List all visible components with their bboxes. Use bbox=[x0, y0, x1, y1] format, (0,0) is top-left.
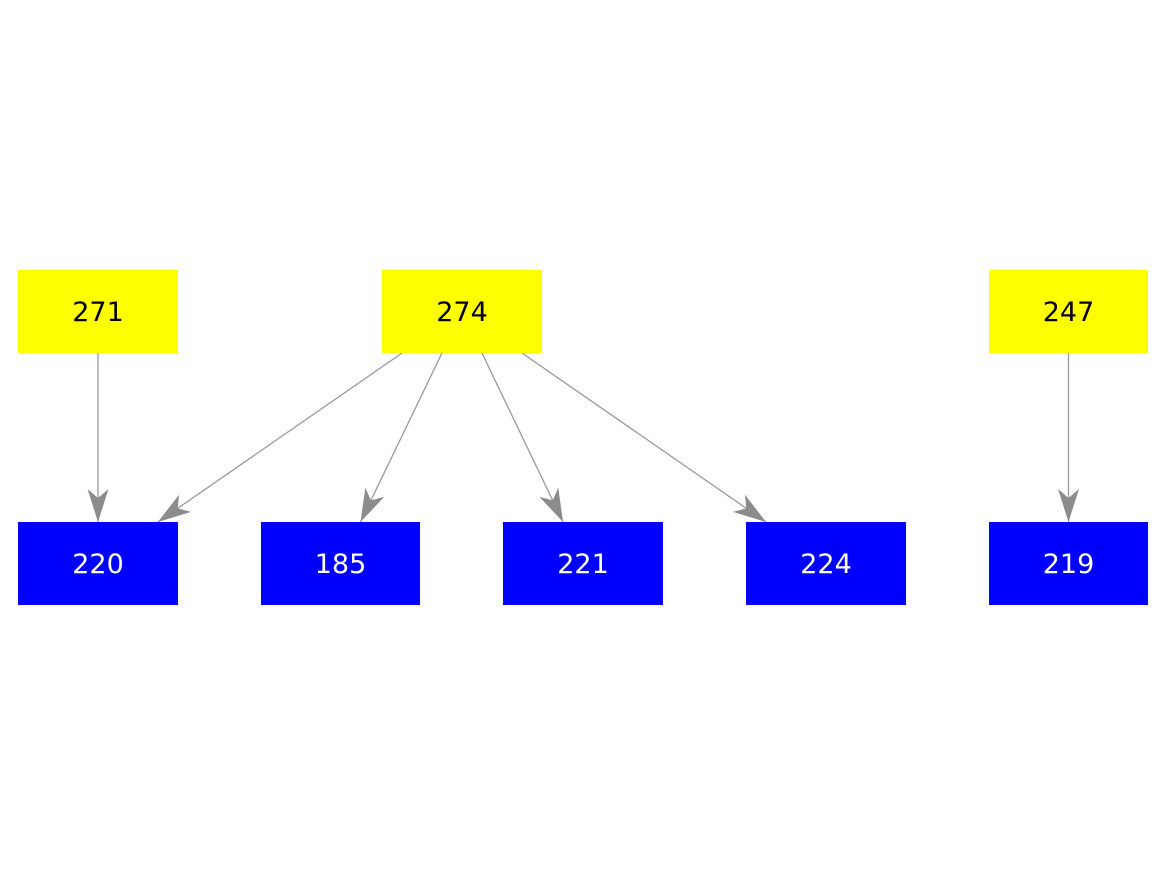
edges-layer bbox=[87, 352, 1079, 523]
node-box-220 bbox=[18, 522, 178, 605]
node-box-271 bbox=[18, 270, 178, 353]
graph-node-219: 219 bbox=[989, 522, 1148, 605]
nodes-layer: 271 274 247 220 185 221 224 219 bbox=[18, 270, 1148, 605]
node-label-221: 221 bbox=[557, 549, 609, 580]
graph-node-274: 274 bbox=[382, 270, 542, 353]
graph-node-221: 221 bbox=[503, 522, 663, 605]
node-label-274: 274 bbox=[436, 297, 488, 328]
graph-node-247: 247 bbox=[989, 270, 1148, 353]
graph-node-271: 271 bbox=[18, 270, 178, 353]
node-label-185: 185 bbox=[315, 549, 367, 580]
node-label-247: 247 bbox=[1043, 297, 1095, 328]
graph-node-224: 224 bbox=[746, 522, 906, 605]
node-box-224 bbox=[746, 522, 906, 605]
graph-node-220: 220 bbox=[18, 522, 178, 605]
graph-node-185: 185 bbox=[261, 522, 420, 605]
edge-274-to-185 bbox=[359, 352, 443, 523]
node-box-274 bbox=[382, 270, 542, 353]
node-box-219 bbox=[989, 522, 1148, 605]
edge-274-to-220 bbox=[157, 352, 403, 523]
edge-274-to-224 bbox=[521, 352, 767, 523]
node-box-185 bbox=[261, 522, 420, 605]
node-label-220: 220 bbox=[72, 549, 124, 580]
node-label-224: 224 bbox=[800, 549, 852, 580]
edge-274-to-221 bbox=[481, 352, 564, 523]
node-label-271: 271 bbox=[72, 297, 124, 328]
node-box-221 bbox=[503, 522, 663, 605]
node-box-247 bbox=[989, 270, 1148, 353]
node-label-219: 219 bbox=[1043, 549, 1095, 580]
